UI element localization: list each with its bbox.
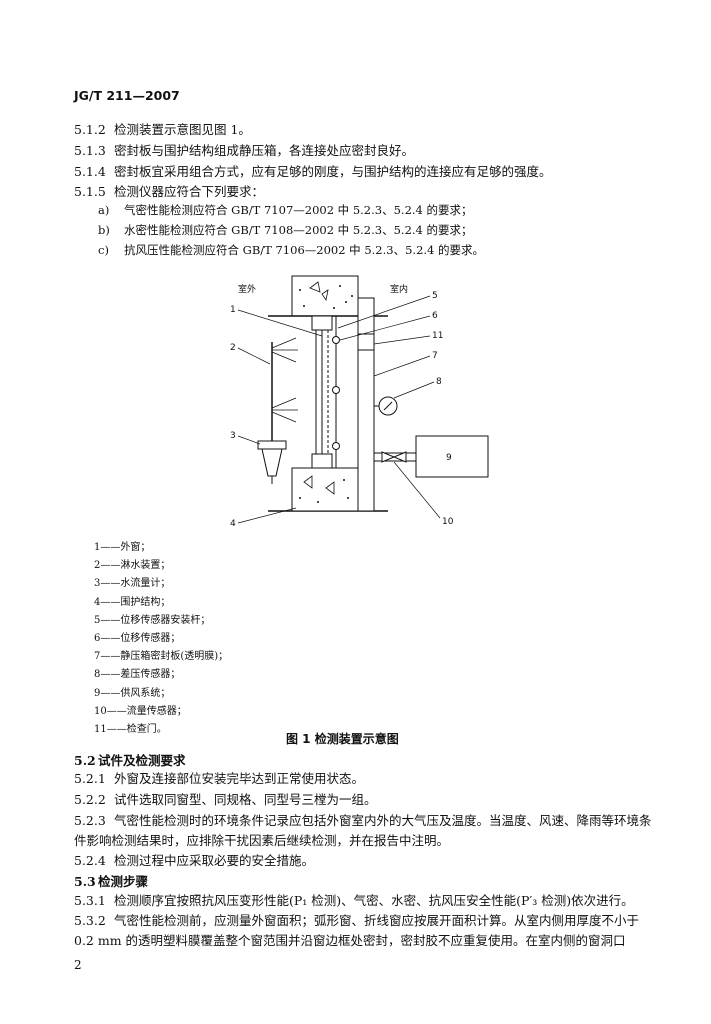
legend-item: 5——位移传感器安装杆； xyxy=(94,614,211,626)
callout-5: 5 xyxy=(432,291,438,301)
callout-9: 9 xyxy=(446,453,452,463)
clause-text: 检测过程中应采取必要的安全措施。 xyxy=(114,853,315,868)
clause-number: 5.2.1 xyxy=(74,771,106,786)
list-text: 气密性能检测应符合 GB/T 7107—2002 中 5.2.3、5.2.4 的… xyxy=(124,203,473,217)
legend-item: 11——检查门。 xyxy=(94,724,167,736)
label-indoor: 室内 xyxy=(390,283,408,295)
water-flow-meter xyxy=(257,440,287,450)
clause-text: 检测仪器应符合下列要求： xyxy=(114,184,265,199)
callout-10: 10 xyxy=(442,517,454,527)
clause-5-3-2: 5.3.2 气密性能检测前，应测量外窗面积；弧形窗、折线窗应按展开面积计算。从室内… xyxy=(74,911,639,931)
list-text: 水密性能检测应符合 GB/T 7108—2002 中 5.2.3、5.2.4 的… xyxy=(124,223,473,237)
callout-7: 7 xyxy=(432,351,438,361)
window-frame-top xyxy=(311,315,333,331)
legend-item: 7——静压箱密封板(透明膜)； xyxy=(94,651,229,663)
clause-number: 5.3.1 xyxy=(74,893,106,908)
clause-text: 气密性能检测时的环境条件记录应包括外窗室内外的大气压及温度。当温度、风速、降雨等… xyxy=(114,813,652,828)
section-title: 试件及检测要求 xyxy=(98,753,186,768)
wall-bottom-block xyxy=(291,467,359,512)
legend-item: 1——外窗； xyxy=(94,542,151,553)
clause-number: 5.1.4 xyxy=(74,164,106,179)
displacement-sensor-2 xyxy=(332,386,340,394)
clause-5-2-4: 5.2.4 检测过程中应采取必要的安全措施。 xyxy=(74,851,314,871)
list-text: 抗风压性能检测应符合 GB/T 7106—2002 中 5.2.3、5.2.4 … xyxy=(124,243,485,257)
section-number: 5.2 xyxy=(74,753,96,768)
static-pressure-box xyxy=(357,297,375,512)
section-title: 检测步骤 xyxy=(98,874,149,889)
clause-text: 气密性能检测前，应测量外窗面积；弧形窗、折线窗应按展开面积计算。从室内侧用厚度不… xyxy=(114,913,640,928)
figure-legend: 1——外窗； 2——淋水装置； 3——水流量计； 4——围护结构； 5——位移传… xyxy=(94,539,228,739)
callout-2: 2 xyxy=(230,343,236,353)
page-number: 2 xyxy=(74,958,82,972)
clause-text: 外窗及连接部位安装完毕达到正常使用状态。 xyxy=(114,771,365,786)
callout-11: 11 xyxy=(432,331,443,341)
displacement-sensor-3 xyxy=(332,442,340,450)
clause-5-1-3: 5.1.3 密封板与围护结构组成静压箱，各连接处应密封良好。 xyxy=(74,141,414,161)
clause-number: 5.1.2 xyxy=(74,122,106,137)
clause-5-3-2-continued: 0.2 mm 的透明塑料膜覆盖整个窗范围并沿窗边框处密封，密封胶不应重复使用。在… xyxy=(74,933,626,948)
callout-4: 4 xyxy=(230,519,236,529)
list-label: b) xyxy=(98,223,110,237)
list-item-b: b) 水密性能检测应符合 GB/T 7108—2002 中 5.2.3、5.2.4… xyxy=(98,222,473,238)
clause-5-3-1: 5.3.1 检测顺序宜按照抗风压变形性能(P₁ 检测)、气密、水密、抗风压安全性能… xyxy=(74,891,634,911)
clause-5-2-1: 5.2.1 外窗及连接部位安装完毕达到正常使用状态。 xyxy=(74,769,364,789)
legend-item: 8——差压传感器； xyxy=(94,669,181,681)
clause-5-1-4: 5.1.4 密封板宜采用组合方式，应有足够的刚度，与围护结构的连接应有足够的强度。 xyxy=(74,162,552,182)
test-apparatus-diagram: 室外 室内 xyxy=(230,275,489,529)
window-frame-bottom xyxy=(311,453,333,469)
callout-3: 3 xyxy=(230,431,236,441)
clause-text: 密封板与围护结构组成静压箱，各连接处应密封良好。 xyxy=(114,143,415,158)
label-outdoor: 室外 xyxy=(238,283,256,295)
clause-number: 5.1.5 xyxy=(74,184,106,199)
legend-item: 9——供风系统； xyxy=(94,687,171,699)
list-item-c: c) 抗风压性能检测应符合 GB/T 7106—2002 中 5.2.3、5.2.… xyxy=(98,242,484,258)
legend-item: 6——位移传感器； xyxy=(94,633,181,645)
figure-caption: 图 1 检测装置示意图 xyxy=(286,732,399,746)
legend-item: 10——流量传感器； xyxy=(94,705,187,717)
clause-number: 5.2.4 xyxy=(74,853,106,868)
clause-5-1-5: 5.1.5 检测仪器应符合下列要求： xyxy=(74,182,264,202)
clause-5-2-3: 5.2.3 气密性能检测时的环境条件记录应包括外窗室内外的大气压及温度。当温度、风… xyxy=(74,811,652,831)
legend-item: 2——淋水装置； xyxy=(94,560,171,572)
flow-sensor xyxy=(381,451,396,463)
clause-5-2-3-continued: 件影响检测结果时，应排除干扰因素后继续检测，并在报告中注明。 xyxy=(74,833,450,848)
displacement-sensor-1 xyxy=(332,336,340,344)
callout-8: 8 xyxy=(436,377,442,387)
callout-6: 6 xyxy=(432,311,438,321)
clause-5-2-2: 5.2.2 试件选取同窗型、同规格、同型号三樘为一组。 xyxy=(74,790,377,810)
section-number: 5.3 xyxy=(74,874,96,889)
clause-number: 5.3.2 xyxy=(74,913,106,928)
air-supply-system xyxy=(415,435,489,478)
clause-5-1-2: 5.1.2 检测装置示意图见图 1。 xyxy=(74,120,251,140)
clause-number: 5.2.3 xyxy=(74,813,106,828)
clause-text: 密封板宜采用组合方式，应有足够的刚度，与围护结构的连接应有足够的强度。 xyxy=(114,164,552,179)
list-item-a: a) 气密性能检测应符合 GB/T 7107—2002 中 5.2.3、5.2.4… xyxy=(98,202,473,218)
legend-item: 3——水流量计； xyxy=(94,578,171,590)
list-label: a) xyxy=(98,203,110,217)
clause-text: 检测顺序宜按照抗风压变形性能(P₁ 检测)、气密、水密、抗风压安全性能(P′₃ … xyxy=(114,893,634,908)
callout-1: 1 xyxy=(230,305,236,315)
clause-number: 5.2.2 xyxy=(74,792,106,807)
clause-text: 检测装置示意图见图 1。 xyxy=(114,122,251,137)
standard-code: JG/T 211—2007 xyxy=(74,88,180,103)
legend-item: 4——围护结构； xyxy=(94,596,171,608)
list-label: c) xyxy=(98,243,109,257)
clause-text: 试件选取同窗型、同规格、同型号三樘为一组。 xyxy=(114,792,377,807)
clause-number: 5.1.3 xyxy=(74,143,106,158)
